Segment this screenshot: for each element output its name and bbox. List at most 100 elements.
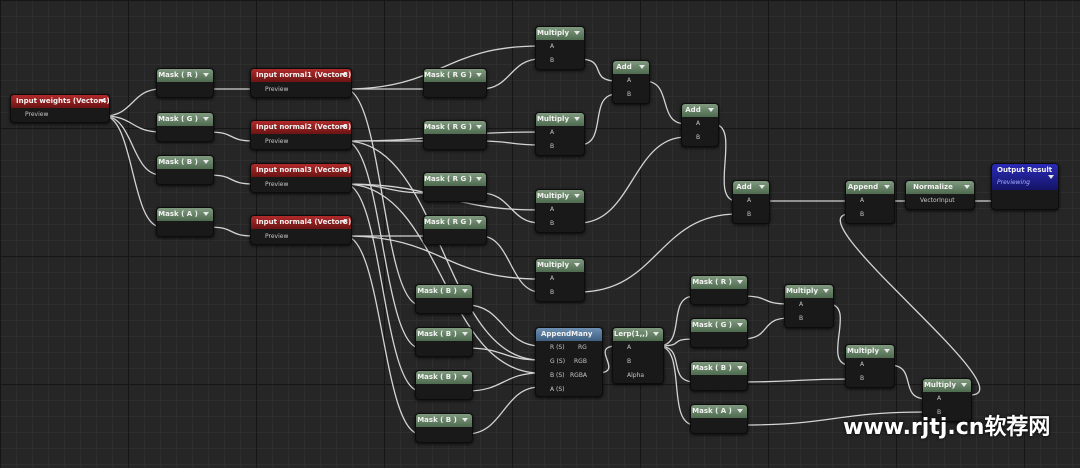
node-lerp[interactable]: Lerp(1,,) A B Alpha <box>612 327 664 384</box>
node-mask-b1[interactable]: Mask ( B ) <box>415 284 473 314</box>
chevron-down-icon[interactable] <box>708 108 714 112</box>
chevron-down-icon[interactable] <box>639 65 645 69</box>
chevron-down-icon[interactable] <box>341 168 347 172</box>
chevron-down-icon[interactable] <box>737 409 743 413</box>
node-header: Multiply <box>536 190 584 203</box>
chevron-down-icon[interactable] <box>462 289 468 293</box>
wire-47 <box>827 303 851 366</box>
node-header: Input normal2 (Vector3) <box>251 121 351 134</box>
pin-label-a: A (S) <box>550 386 565 393</box>
chevron-down-icon[interactable] <box>203 212 209 216</box>
node-mask-b3[interactable]: Mask ( B ) <box>415 370 473 400</box>
node-header: Mask ( G ) <box>157 113 213 126</box>
chevron-down-icon[interactable] <box>476 220 482 224</box>
chevron-down-icon[interactable] <box>574 31 580 35</box>
pin-label-b: B <box>550 143 555 150</box>
chevron-down-icon[interactable] <box>462 375 468 379</box>
node-mask-g2[interactable]: Mask ( G ) <box>690 318 748 348</box>
node-mask-a[interactable]: Mask ( A ) <box>156 207 214 237</box>
chevron-down-icon[interactable] <box>341 73 347 77</box>
chevron-down-icon[interactable] <box>961 383 967 387</box>
node-mask-r2[interactable]: Mask ( R ) <box>690 275 748 305</box>
node-header: Mask ( R ) <box>691 276 747 289</box>
node-mask-b5[interactable]: Mask ( B ) <box>690 361 748 391</box>
pin-label-b: B <box>747 211 752 218</box>
node-input-normal1[interactable]: Input normal1 (Vector3)Preview <box>250 68 352 98</box>
chevron-down-icon[interactable] <box>476 73 482 77</box>
chevron-down-icon[interactable] <box>203 160 209 164</box>
chevron-down-icon[interactable] <box>476 125 482 129</box>
chevron-down-icon[interactable] <box>759 185 765 189</box>
chevron-down-icon[interactable] <box>341 125 347 129</box>
chevron-down-icon[interactable] <box>1048 175 1054 179</box>
node-mask-rg3[interactable]: Mask ( R G ) <box>423 172 487 202</box>
node-header: Multiply <box>785 285 833 298</box>
node-header: Mask ( B ) <box>416 328 472 341</box>
node-mask-b[interactable]: Mask ( B ) <box>156 155 214 185</box>
chevron-down-icon[interactable] <box>737 366 743 370</box>
wire-22 <box>643 80 687 125</box>
chevron-down-icon[interactable] <box>99 99 105 103</box>
node-header: Lerp(1,,) <box>613 328 663 341</box>
wire-36 <box>466 372 541 392</box>
node-mask-rg1[interactable]: Mask ( R G ) <box>423 68 487 98</box>
chevron-down-icon[interactable] <box>964 185 970 189</box>
node-header: Input weights (Vector4) <box>11 95 109 108</box>
node-mask-g[interactable]: Mask ( G ) <box>156 112 214 142</box>
node-mask-r[interactable]: Mask ( R ) <box>156 68 214 98</box>
pin-label-b: B <box>550 220 555 227</box>
node-header: Mask ( R G ) <box>424 216 486 229</box>
node-header: Input normal3 (Vector3) <box>251 164 351 177</box>
node-input-weights[interactable]: Input weights (Vector4) Preview <box>10 94 110 123</box>
chevron-down-icon[interactable] <box>737 323 743 327</box>
node-mask-rg2[interactable]: Mask ( R G ) <box>423 120 487 150</box>
chevron-down-icon[interactable] <box>476 177 482 181</box>
wire-17 <box>480 140 541 146</box>
node-append-many[interactable]: AppendMany R (S) G (S) B (S) A (S) RG RG… <box>535 327 603 397</box>
pin-label-b: B <box>799 315 804 322</box>
watermark-text: www.rjtj.cn软荐网 <box>843 415 1051 440</box>
node-input-normal4[interactable]: Input normal4 (Vector3)Preview <box>250 215 352 245</box>
chevron-down-icon[interactable] <box>823 289 829 293</box>
node-mask-a2[interactable]: Mask ( A ) <box>690 404 748 434</box>
node-mask-b4[interactable]: Mask ( B ) <box>415 413 473 443</box>
node-input-normal2[interactable]: Input normal2 (Vector3)Preview <box>250 120 352 150</box>
node-mask-b2[interactable]: Mask ( B ) <box>415 327 473 357</box>
chevron-down-icon[interactable] <box>653 332 659 336</box>
chevron-down-icon[interactable] <box>884 185 890 189</box>
wire-43 <box>657 345 696 383</box>
chevron-down-icon[interactable] <box>574 117 580 121</box>
node-header: Add <box>733 181 769 194</box>
wire-48 <box>741 378 851 383</box>
chevron-down-icon[interactable] <box>341 220 347 224</box>
chevron-down-icon[interactable] <box>737 280 743 284</box>
chevron-down-icon[interactable] <box>574 263 580 267</box>
chevron-down-icon[interactable] <box>203 73 209 77</box>
node-input-normal3[interactable]: Input normal3 (Vector3)Preview <box>250 163 352 193</box>
node-mask-rg4[interactable]: Mask ( R G ) <box>423 215 487 245</box>
pin-label-alpha: Alpha <box>627 372 645 379</box>
chevron-down-icon[interactable] <box>884 349 890 353</box>
chevron-down-icon[interactable] <box>574 194 580 198</box>
chevron-down-icon[interactable] <box>462 418 468 422</box>
node-header: Add <box>613 61 649 74</box>
chevron-down-icon[interactable] <box>203 117 209 121</box>
pin-label-rg: RG <box>578 344 587 351</box>
node-header: Mask ( B ) <box>157 156 213 169</box>
pin-label-b: B <box>627 358 632 365</box>
chevron-down-icon[interactable] <box>462 332 468 336</box>
wire-19 <box>480 235 541 293</box>
